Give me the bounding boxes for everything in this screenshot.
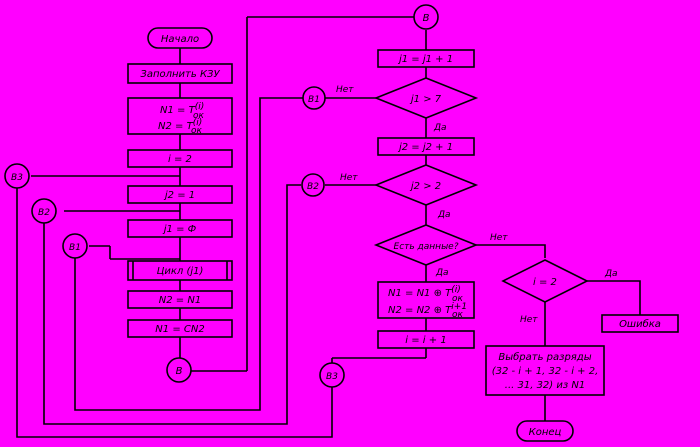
i-inc-label: i = i + 1 bbox=[405, 335, 446, 346]
init-line1: N1 = T(i) bbox=[160, 102, 204, 116]
i-test-label: i = 2 bbox=[533, 277, 557, 288]
connector-b3-right-label: B3 bbox=[326, 372, 338, 382]
j2-assign-box: j2 = 1 bbox=[127, 185, 233, 204]
n2-n1-box: N2 = N1 bbox=[127, 290, 233, 309]
n1-cn2-label: N1 = CN2 bbox=[155, 324, 204, 335]
error-box: Ошибка bbox=[601, 314, 679, 333]
data-test-label: Есть данные? bbox=[394, 242, 459, 252]
connector-b1-left-label: B1 bbox=[69, 243, 81, 253]
loop-box: Цикл (j1) bbox=[127, 260, 233, 281]
data-test-yes-label: Да bbox=[435, 268, 449, 278]
i-test-yes-label: Да bbox=[604, 269, 618, 279]
connector-b2-right-label: B2 bbox=[307, 182, 319, 192]
connector-b2-left-label: B2 bbox=[38, 208, 50, 218]
i-test-no-label: Нет bbox=[520, 315, 538, 325]
i-inc-box: i = i + 1 bbox=[377, 330, 475, 349]
init-box: N1 = T(i) ок N2 = T(i) ок bbox=[127, 97, 233, 136]
j2-test-label: j2 > 2 bbox=[409, 181, 441, 192]
update-sub2: ок bbox=[452, 310, 464, 320]
j1-test-diamond: j1 > 7 bbox=[373, 77, 479, 119]
i-assign-box: i = 2 bbox=[127, 149, 233, 168]
j1-assign-label: j1 = Ф bbox=[162, 224, 197, 235]
end-terminal: Конец bbox=[516, 420, 574, 442]
fill-kzu-box: Заполнить КЗУ bbox=[127, 63, 233, 84]
i-test-diamond: i = 2 bbox=[501, 259, 589, 303]
error-label: Ошибка bbox=[619, 318, 661, 330]
start-label: Начало bbox=[161, 34, 199, 45]
connector-b2-left: B2 bbox=[31, 198, 57, 224]
select-line1: Выбрать разряды bbox=[498, 351, 591, 363]
update-box: N1 = N1 ⊕ T(i) ок N2 = N2 ⊕ Ti+1 ок bbox=[377, 281, 475, 320]
connector-b-top-label: B bbox=[423, 13, 430, 24]
start-terminal: Начало bbox=[147, 27, 213, 49]
init-sub2: ок bbox=[191, 126, 203, 136]
update-line2: N2 = N2 ⊕ Ti+1 bbox=[388, 302, 467, 316]
init-sub1: ок bbox=[193, 111, 205, 121]
j2-inc-box: j2 = j2 + 1 bbox=[377, 137, 475, 156]
connector-b-top: B bbox=[413, 4, 439, 30]
connector-b3-right: B3 bbox=[319, 362, 345, 388]
select-line3: ... 31, 32) из N1 bbox=[505, 380, 585, 391]
update-line1: N1 = N1 ⊕ T(i) bbox=[388, 285, 461, 299]
connector-lines bbox=[16, 16, 641, 438]
connector-b1-right-label: B1 bbox=[308, 95, 320, 105]
j1-inc-label: j1 = j1 + 1 bbox=[397, 54, 453, 65]
j1-test-yes-label: Да bbox=[433, 123, 447, 133]
init-line2: N2 = T(i) bbox=[158, 118, 202, 132]
j2-assign-label: j2 = 1 bbox=[163, 190, 195, 201]
j2-test-yes-label: Да bbox=[437, 210, 451, 220]
connector-b-bottom: B bbox=[166, 357, 192, 383]
j1-inc-box: j1 = j1 + 1 bbox=[377, 49, 475, 68]
connector-b3-left: B3 bbox=[4, 163, 30, 189]
connector-b-bottom-label: B bbox=[176, 366, 183, 377]
fill-kzu-label: Заполнить КЗУ bbox=[140, 69, 220, 80]
end-label: Конец bbox=[529, 427, 562, 438]
data-test-no-label: Нет bbox=[490, 233, 508, 243]
j1-test-label: j1 > 7 bbox=[409, 94, 442, 105]
j2-test-no-label: Нет bbox=[340, 173, 358, 183]
j2-test-diamond: j2 > 2 bbox=[373, 164, 479, 206]
j1-assign-box: j1 = Ф bbox=[127, 219, 233, 238]
update-sub1: ок bbox=[452, 294, 464, 304]
loop-label: Цикл (j1) bbox=[157, 266, 204, 277]
n2-n1-label: N2 = N1 bbox=[159, 295, 201, 306]
n1-cn2-box: N1 = CN2 bbox=[127, 319, 233, 338]
data-test-diamond: Есть данные? bbox=[373, 224, 479, 266]
i-assign-label: i = 2 bbox=[168, 154, 192, 165]
connector-b2-right: B2 bbox=[301, 173, 325, 197]
connector-b1-left: B1 bbox=[62, 233, 88, 259]
j2-inc-label: j2 = j2 + 1 bbox=[397, 142, 453, 153]
select-box: Выбрать разряды (32 - i + 1, 32 - i + 2,… bbox=[485, 345, 605, 396]
select-line2: (32 - i + 1, 32 - i + 2, bbox=[492, 366, 599, 377]
connector-b1-right: B1 bbox=[302, 86, 326, 110]
j1-test-no-label: Нет bbox=[336, 85, 354, 95]
connector-b3-left-label: B3 bbox=[11, 173, 23, 183]
